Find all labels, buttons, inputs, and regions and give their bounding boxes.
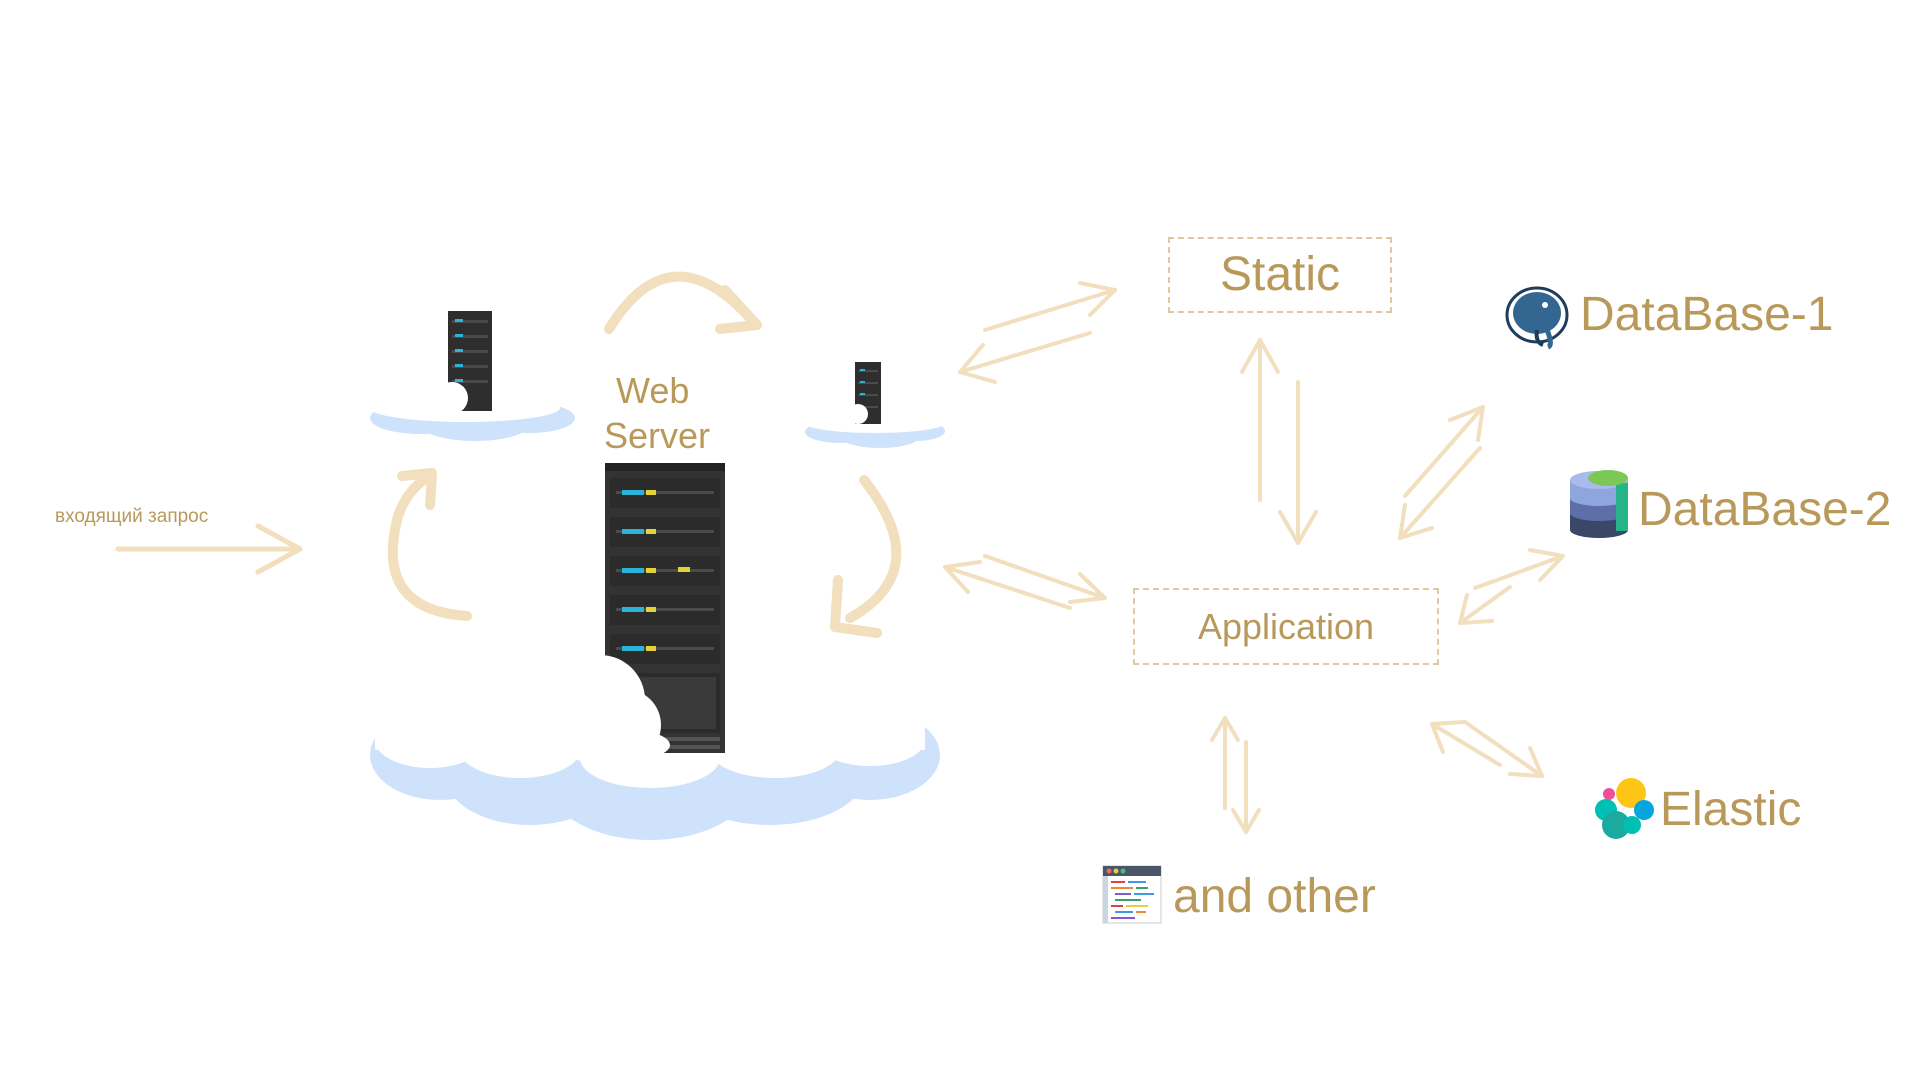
database1-label: DataBase-1 (1580, 288, 1834, 341)
web-server-rack (550, 463, 725, 763)
web-server-label-line1: Web (616, 370, 690, 411)
application-node: Application (1133, 588, 1439, 665)
arrow-application-other (1210, 716, 1261, 834)
static-label: Static (1219, 248, 1341, 301)
small-server-right (848, 362, 881, 424)
elastic-label: Elastic (1660, 783, 1802, 836)
arrow-server-application (943, 554, 1107, 610)
connection-arrows (943, 281, 1565, 834)
incoming-request-label: входящий запрос (55, 506, 209, 527)
arrow-application-database1 (1398, 405, 1485, 540)
cycle-arrows (387, 271, 902, 638)
small-server-left (436, 311, 492, 414)
application-label: Application (1197, 605, 1375, 647)
arrow-application-elastic (1430, 720, 1544, 778)
incoming-arrow (115, 523, 303, 575)
code-editor-icon (1102, 865, 1162, 924)
database2-label: DataBase-2 (1638, 483, 1892, 536)
arrow-static-application (1240, 338, 1318, 545)
postgresql-elephant-icon (1505, 286, 1569, 350)
arrow-application-database2 (1458, 548, 1565, 625)
static-node: Static (1168, 237, 1392, 313)
elastic-logo-icon (1595, 778, 1654, 839)
database-stack-icon (1570, 470, 1628, 538)
small-cloud-right (805, 413, 945, 448)
and-other-label: and other (1173, 870, 1376, 923)
web-server-label-line2: Server (604, 415, 711, 456)
arrow-cloud-static (958, 281, 1117, 384)
